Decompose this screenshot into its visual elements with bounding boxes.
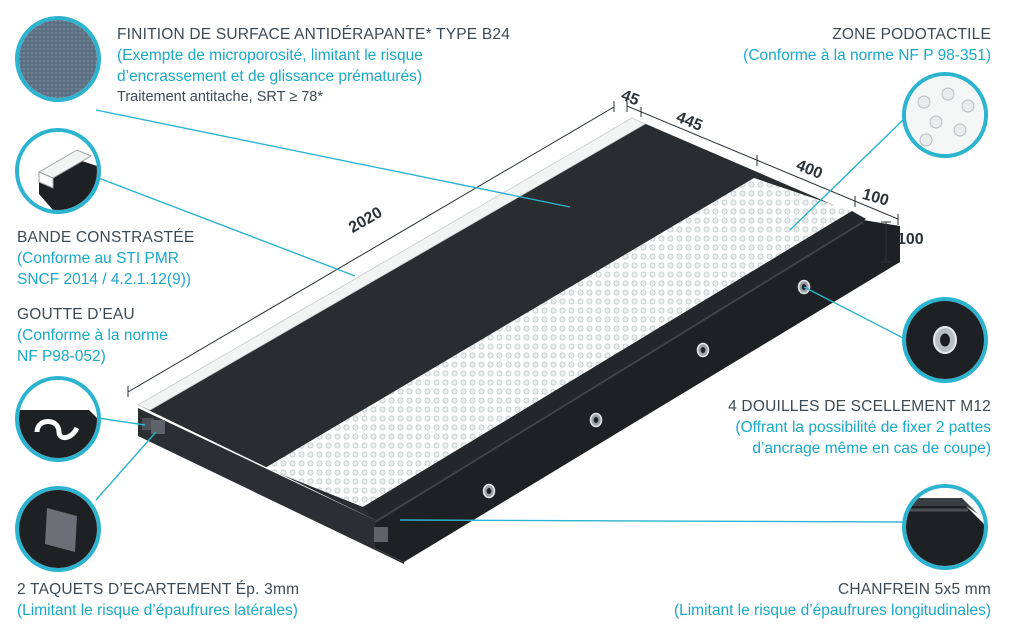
dimension-lines	[127, 101, 899, 397]
white-front-strip	[137, 117, 646, 411]
label-chanfrein: CHANFREIN 5x5 mm (Limitant le risque d’é…	[674, 579, 991, 621]
finition-title: FINITION DE SURFACE ANTIDÉRAPANTE* TYPE …	[117, 26, 511, 43]
goutte-title: GOUTTE D’EAU	[17, 306, 135, 323]
label-taquets: 2 TAQUETS D’ECARTEMENT Ép. 3mm (Limitant…	[17, 579, 299, 621]
label-goutte: GOUTTE D’EAU (Conforme à la norme NF P98…	[17, 304, 168, 367]
taquets-sub1: (Limitant le risque d’épaufrures latéral…	[17, 602, 298, 619]
tactile-studs-icon	[902, 72, 988, 158]
bande-sub1: (Conforme au STI PMR	[17, 250, 179, 267]
dim-100-height: 100	[897, 231, 924, 248]
spacer-right	[374, 527, 388, 542]
goutte-sub1: (Conforme à la norme	[17, 327, 168, 344]
contrast-strip-icon	[15, 128, 101, 214]
back-band	[363, 211, 866, 520]
bande-sub2: SNCF 2014 / 4.2.1.12(9))	[17, 271, 192, 288]
douilles-sub2: d’ancrage même en cas de coupe)	[752, 440, 991, 457]
finition-sub2: d’encrassement et de glissance prématuré…	[117, 68, 422, 85]
slab-end-face	[138, 408, 404, 564]
sockets	[482, 279, 811, 499]
chanfrein-title: CHANFREIN 5x5 mm	[837, 581, 991, 598]
label-finition: FINITION DE SURFACE ANTIDÉRAPANTE* TYPE …	[117, 24, 510, 108]
slab-front-face	[375, 220, 900, 562]
chamfer-edge-icon	[902, 484, 988, 570]
tactile-zone	[265, 178, 852, 507]
douilles-title: 4 DOUILLES DE SCELLEMENT M12	[728, 398, 991, 415]
bande-title: BANDE CONSTRASTÉE	[17, 229, 195, 246]
anchor-socket-icon	[902, 297, 988, 383]
zone-sub1: (Conforme à la norme NF P 98-351)	[743, 47, 991, 64]
douilles-sub1: (Offrant la possibilité de fixer 2 patte…	[735, 419, 991, 436]
drip-groove-icon	[15, 376, 101, 462]
finition-note: Traitement antitache, SRT ≥ 78*	[117, 89, 323, 105]
callout-leaders	[95, 109, 910, 523]
label-bande: BANDE CONSTRASTÉE (Conforme au STI PMR S…	[17, 227, 194, 290]
spacer-left	[151, 420, 165, 434]
label-douilles: 4 DOUILLES DE SCELLEMENT M12 (Offrant la…	[728, 396, 991, 459]
goutte-sub2: NF P98-052)	[17, 348, 106, 365]
finition-sub1: (Exempte de microporosité, limitant le r…	[117, 47, 423, 64]
slab-top	[138, 118, 866, 520]
label-zone: ZONE PODOTACTILE (Conforme à la norme NF…	[743, 24, 991, 66]
spacer-icon	[15, 486, 101, 572]
textured-surface-icon	[15, 16, 101, 102]
zone-title: ZONE PODOTACTILE	[832, 26, 991, 43]
chanfrein-sub1: (Limitant le risque d’épaufrures longitu…	[673, 602, 991, 619]
taquets-title: 2 TAQUETS D’ECARTEMENT Ép. 3mm	[17, 581, 300, 598]
